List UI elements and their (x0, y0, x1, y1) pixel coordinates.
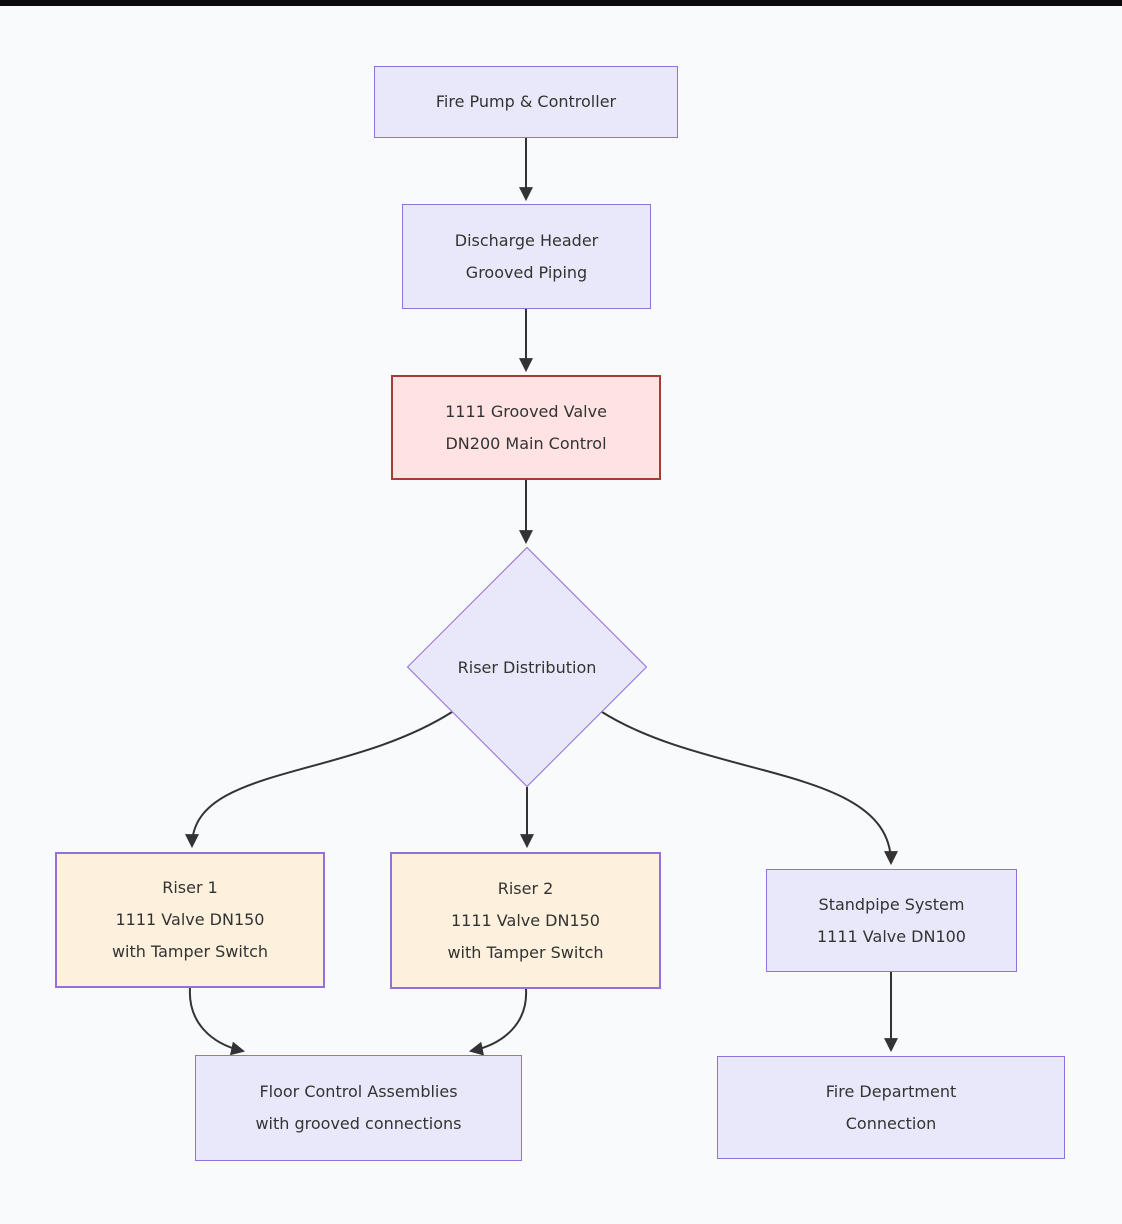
node-riser-distribution-label: Riser Distribution (407, 651, 647, 683)
node-label-line: Connection (845, 1113, 937, 1133)
node-label-line: Riser 1 (162, 878, 218, 897)
node-label-line: Floor Control Assemblies (259, 1082, 458, 1101)
top-black-bar (0, 0, 1122, 6)
edge-riser-distribution-to-standpipe (601, 711, 898, 866)
node-fire-department-connection: Fire Department Connection (717, 1056, 1065, 1159)
node-riser-1: Riser 1 1111 Valve DN150 with Tamper Swi… (55, 852, 325, 988)
node-label-line: with grooved connections (255, 1114, 462, 1133)
node-label-line: Standpipe System (818, 894, 965, 914)
node-label-line: 1111 Valve DN100 (817, 926, 966, 946)
node-label-line: with Tamper Switch (447, 942, 604, 962)
node-label-line: 1111 Valve DN150 (451, 910, 600, 930)
node-label-line: Discharge Header (454, 230, 599, 250)
node-standpipe-system: Standpipe System 1111 Valve DN100 (766, 869, 1017, 972)
node-label-line: Fire Pump & Controller (435, 92, 617, 111)
edge-riser-1-to-floor-control (188, 987, 246, 1056)
node-fire-pump: Fire Pump & Controller (374, 66, 678, 138)
node-main-control-valve: 1111 Grooved Valve DN200 Main Control (391, 375, 661, 480)
node-riser-2: Riser 2 1111 Valve DN150 with Tamper Swi… (390, 852, 661, 989)
node-label-line: 1111 Valve DN150 (115, 910, 265, 929)
edge-riser-distribution-to-riser-1 (185, 711, 453, 849)
node-label-line: Fire Department (825, 1081, 957, 1101)
node-label-line: DN200 Main Control (445, 433, 607, 453)
node-floor-control-assemblies: Floor Control Assemblies with grooved co… (195, 1055, 522, 1161)
node-label-line: Riser 2 (497, 878, 554, 898)
node-discharge-header: Discharge Header Grooved Piping (402, 204, 651, 309)
node-label-line: 1111 Grooved Valve (445, 401, 607, 421)
node-label-line: with Tamper Switch (111, 942, 269, 961)
edge-riser-2-to-floor-control (468, 988, 528, 1056)
node-label-line: Riser Distribution (457, 657, 597, 677)
node-label-line: Grooved Piping (465, 262, 588, 282)
